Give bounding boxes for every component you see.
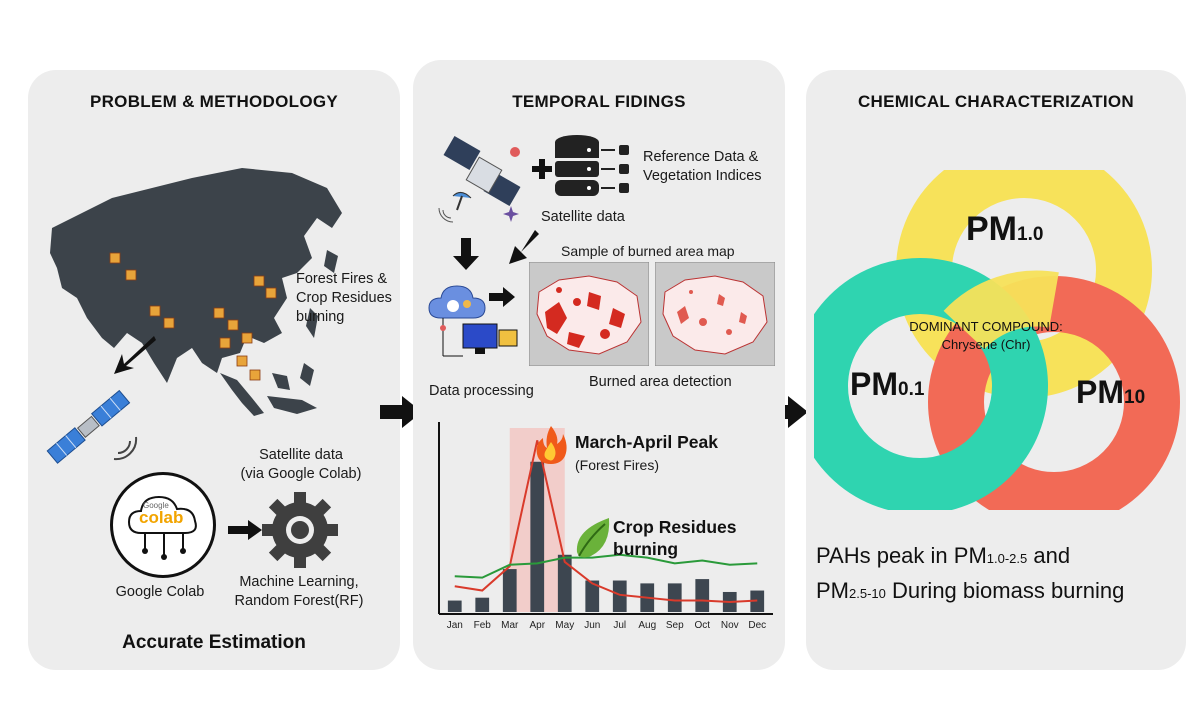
pm01-ring: [814, 258, 1048, 510]
peak-subtitle: (Forest Fires): [575, 457, 659, 473]
satellite-data-label: Satellite data: [541, 209, 625, 225]
x-tick-label: Jan: [447, 620, 463, 631]
panel-title-chemical: CHEMICAL CHARACTERIZATION: [857, 92, 1135, 111]
arrow-right-icon: [380, 396, 422, 428]
bar-feb: [475, 597, 490, 612]
pm01-label: PM0.1: [850, 366, 925, 402]
burned-area-map-2: [655, 262, 775, 366]
panel-title-temporal: TEMPORAL FIDINGS: [512, 92, 686, 111]
colab-logo-text: colab: [139, 508, 184, 527]
arrow-down-left-icon: [509, 230, 539, 264]
satellite-icon: [438, 135, 521, 223]
plus-icon: [532, 159, 552, 179]
dominant-compound: DOMINANT COMPOUND: Chrysene (Chr): [896, 318, 1076, 354]
arrow-down-left-icon: [114, 336, 156, 374]
data-processing-label: Data processing: [429, 383, 534, 399]
x-tick-label: Sep: [666, 620, 684, 631]
pm10-ring: [928, 276, 1180, 510]
x-tick-label: Nov: [721, 620, 739, 631]
satellite-icon: [46, 389, 138, 464]
burned-area-detection-label: Burned area detection: [589, 374, 732, 390]
flame-icon: [536, 426, 567, 464]
bar-mar: [502, 569, 517, 612]
burned-area-map-1: [529, 262, 649, 366]
colab-icon: Google colab: [110, 472, 216, 578]
pm-venn-diagram: [814, 170, 1180, 510]
dominant-compound-value: Chrysene (Chr): [941, 337, 1031, 352]
x-tick-label: Mar: [501, 620, 519, 631]
bar-may: [557, 554, 572, 612]
x-tick-label: Jun: [584, 620, 600, 631]
peak-title: March-April Peak: [575, 432, 718, 452]
chemical-characterization-panel: CHEMICAL CHARACTERIZATION PM1.0 PM0.1 PM…: [806, 70, 1186, 670]
pm1-label: PM1.0: [966, 210, 1044, 248]
vegetation-trend-line: [454, 553, 758, 579]
panel-title-problem: PROBLEM & METHODOLOGY: [89, 92, 339, 111]
x-tick-label: Feb: [474, 620, 492, 631]
x-tick-label: Oct: [694, 620, 710, 631]
bar-oct: [695, 579, 710, 612]
leaf-icon: [576, 518, 610, 558]
fire-markers: [109, 252, 277, 381]
colab-google-text: Google: [143, 501, 169, 510]
x-tick-label: Aug: [638, 620, 656, 631]
arrow-right-icon: [489, 287, 515, 307]
bar-jun: [585, 580, 600, 612]
problem-methodology-panel: PROBLEM & METHODOLOGY Forest Fires: [28, 70, 400, 670]
accurate-estimation-label: Accurate Estimation: [122, 632, 306, 653]
pahs-summary: PAHs peak in PM1.0-2.5 and PM2.5-10 Duri…: [816, 543, 1125, 603]
arrow-down-icon: [453, 238, 479, 270]
x-tick-label: Jul: [613, 620, 626, 631]
ml-label: Machine Learning, Random Forest(RF): [234, 574, 364, 609]
dominant-compound-label: DOMINANT COMPOUND:: [909, 319, 1063, 334]
sample-map-label: Sample of burned area map: [561, 243, 735, 259]
arrow-right-icon: [766, 396, 808, 428]
bar-jul: [612, 580, 627, 612]
temporal-findings-panel: TEMPORAL FIDINGS: [413, 60, 785, 670]
x-tick-label: May: [555, 620, 574, 631]
x-tick-label: Dec: [748, 620, 766, 631]
pm10-label: PM10: [1076, 374, 1146, 410]
gear-icon: [262, 492, 338, 568]
reference-data-label: Reference Data & Vegetation Indices: [643, 149, 762, 184]
bar-jan: [447, 600, 462, 612]
data-processing-icon: [428, 285, 518, 357]
bar-apr: [530, 461, 545, 612]
asia-map: [50, 168, 342, 416]
satellite-data-label: Satellite data (via Google Colab): [240, 447, 362, 482]
bar-sep: [667, 583, 682, 612]
x-tick-label: Apr: [529, 620, 545, 631]
colab-label: Google Colab: [115, 584, 205, 600]
fires-label: Forest Fires & Crop Residues burning: [296, 271, 392, 325]
arrow-right-icon: [228, 520, 262, 540]
crop-residues-title: Crop Residues burning: [613, 517, 737, 559]
database-icon: [555, 135, 629, 196]
fire-trend-line: [454, 440, 758, 603]
